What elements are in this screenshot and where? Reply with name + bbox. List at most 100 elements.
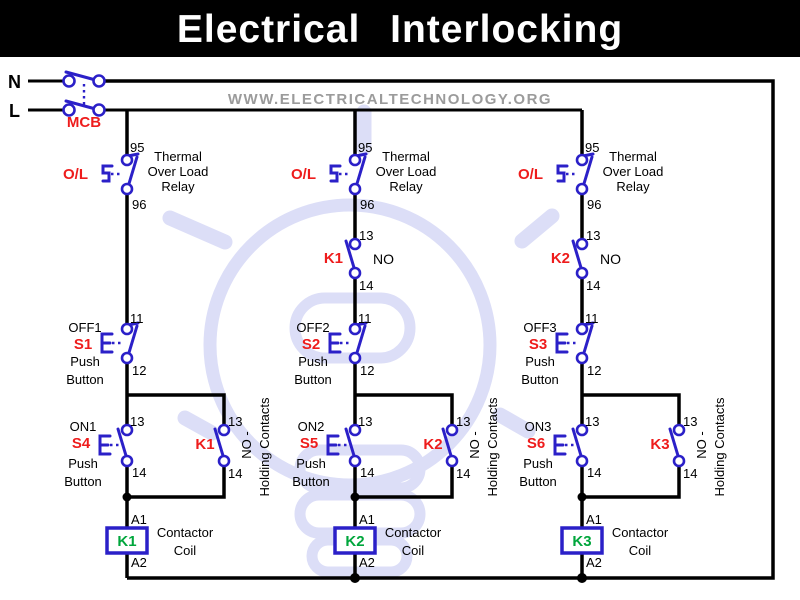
on-button-desc: Push [523,456,553,471]
terminal [120,322,134,336]
off-push-button: 11 12 OFF3 S3 Push Button [521,311,601,387]
terminal-number: 12 [132,363,146,378]
off-button-desc: Push [298,354,328,369]
holding-contact: 13 14 K1 NO - Holding Contacts [195,397,272,496]
terminal-number: 13 [228,414,242,429]
on-button-name: ON1 [70,419,97,434]
contact-blade [441,427,454,461]
push-button-actuator-icon [100,332,114,354]
terminal [348,351,362,365]
terminal-number: A2 [586,555,602,570]
overload-desc: Over Load [148,164,209,179]
supply-rails: N L [8,72,775,583]
mcb-terminal [62,74,76,88]
holding-contact-ref: K1 [195,436,214,453]
terminal [348,454,362,468]
title-banner [0,0,800,57]
terminal-number: 13 [585,414,599,429]
neutral-label: N [8,72,21,92]
terminal-number: 11 [130,311,144,326]
contactor-coil: K3 A1 A2 Contactor Coil [560,512,669,570]
contact-type-label: NO [600,251,621,267]
overload-heater-icon [329,164,342,183]
coil-box [105,526,149,555]
terminal-number: 96 [587,197,601,212]
on-button-desc: Button [64,474,102,489]
page-title: Electrical Interlocking [177,8,623,51]
on-button-desc: Push [296,456,326,471]
contact-blade [354,324,367,358]
terminal [575,182,589,196]
terminal [348,237,362,251]
terminal [575,322,589,336]
holding-note: NO - [694,431,709,458]
terminal-number: 14 [360,465,374,480]
terminal [445,454,459,468]
junction-dot [122,492,132,502]
terminal [120,153,134,167]
terminal [348,182,362,196]
overload-desc: Thermal [154,149,202,164]
mcb-terminal [92,103,106,117]
bulb-ray-lower-left [177,410,220,441]
off-button-desc: Button [294,372,332,387]
overload-heater-icon [556,164,569,183]
terminal-number: 95 [358,140,372,155]
contact-blade [581,155,594,189]
on-button-desc: Button [519,474,557,489]
contact-blade [126,324,139,358]
terminal [575,237,589,251]
terminal-number: 13 [358,414,372,429]
terminal [348,423,362,437]
mcb-terminal [92,74,106,88]
off-button-desc: Push [70,354,100,369]
bulb-ray-upper-left [162,210,233,250]
holding-branch-wire [582,466,681,499]
contactor-coil: K1 A1 A2 Contactor Coil [105,512,214,570]
terminal [445,423,459,437]
terminal-number: A1 [586,512,602,527]
contact-blade [668,427,681,461]
on-push-button: 13 14 ON2 S5 Push Button [292,414,374,489]
contact-blade [571,427,584,461]
off-button-name: OFF2 [296,320,329,335]
terminal [217,454,231,468]
line-label: L [9,101,20,121]
terminal-number: 95 [130,140,144,155]
holding-contact-ref: K3 [650,436,669,453]
mcb-breaker: MCB [62,70,106,131]
coil-desc: Coil [402,543,425,558]
bulb-ray-lower-right [492,407,536,439]
contact-blade [354,155,367,189]
off-button-name: OFF1 [68,320,101,335]
on-push-button: 13 14 ON1 S4 Push Button [64,414,146,489]
terminal-number: 13 [130,414,144,429]
on-button-ref: S6 [527,435,545,452]
coil-ref: K3 [572,533,591,550]
terminal [575,423,589,437]
off-button-desc: Button [521,372,559,387]
terminal-number: 12 [360,363,374,378]
terminal [672,423,686,437]
coil-box [560,526,604,555]
on-button-desc: Push [68,456,98,471]
terminal [575,266,589,280]
coil-ref: K2 [345,533,364,550]
overload-desc: Relay [389,179,423,194]
on-push-button: 13 14 ON3 S6 Push Button [519,414,601,489]
overload-label: O/L [291,166,316,183]
branch-3: 95 96 O/L Thermal Over Load Relay 13 14 … [518,110,727,578]
contact-type-label: NO [373,251,394,267]
contact-blade [116,427,129,461]
terminal [348,322,362,336]
coil-desc: Contactor [385,525,442,540]
overload-desc: Thermal [609,149,657,164]
holding-contact-ref: K2 [423,436,442,453]
off-button-ref: S2 [302,336,320,353]
coil-desc: Coil [629,543,652,558]
neutral-wire-right-and-return-rail [104,79,775,580]
push-button-actuator-icon [553,434,567,456]
interlock-ref: K2 [551,250,570,267]
